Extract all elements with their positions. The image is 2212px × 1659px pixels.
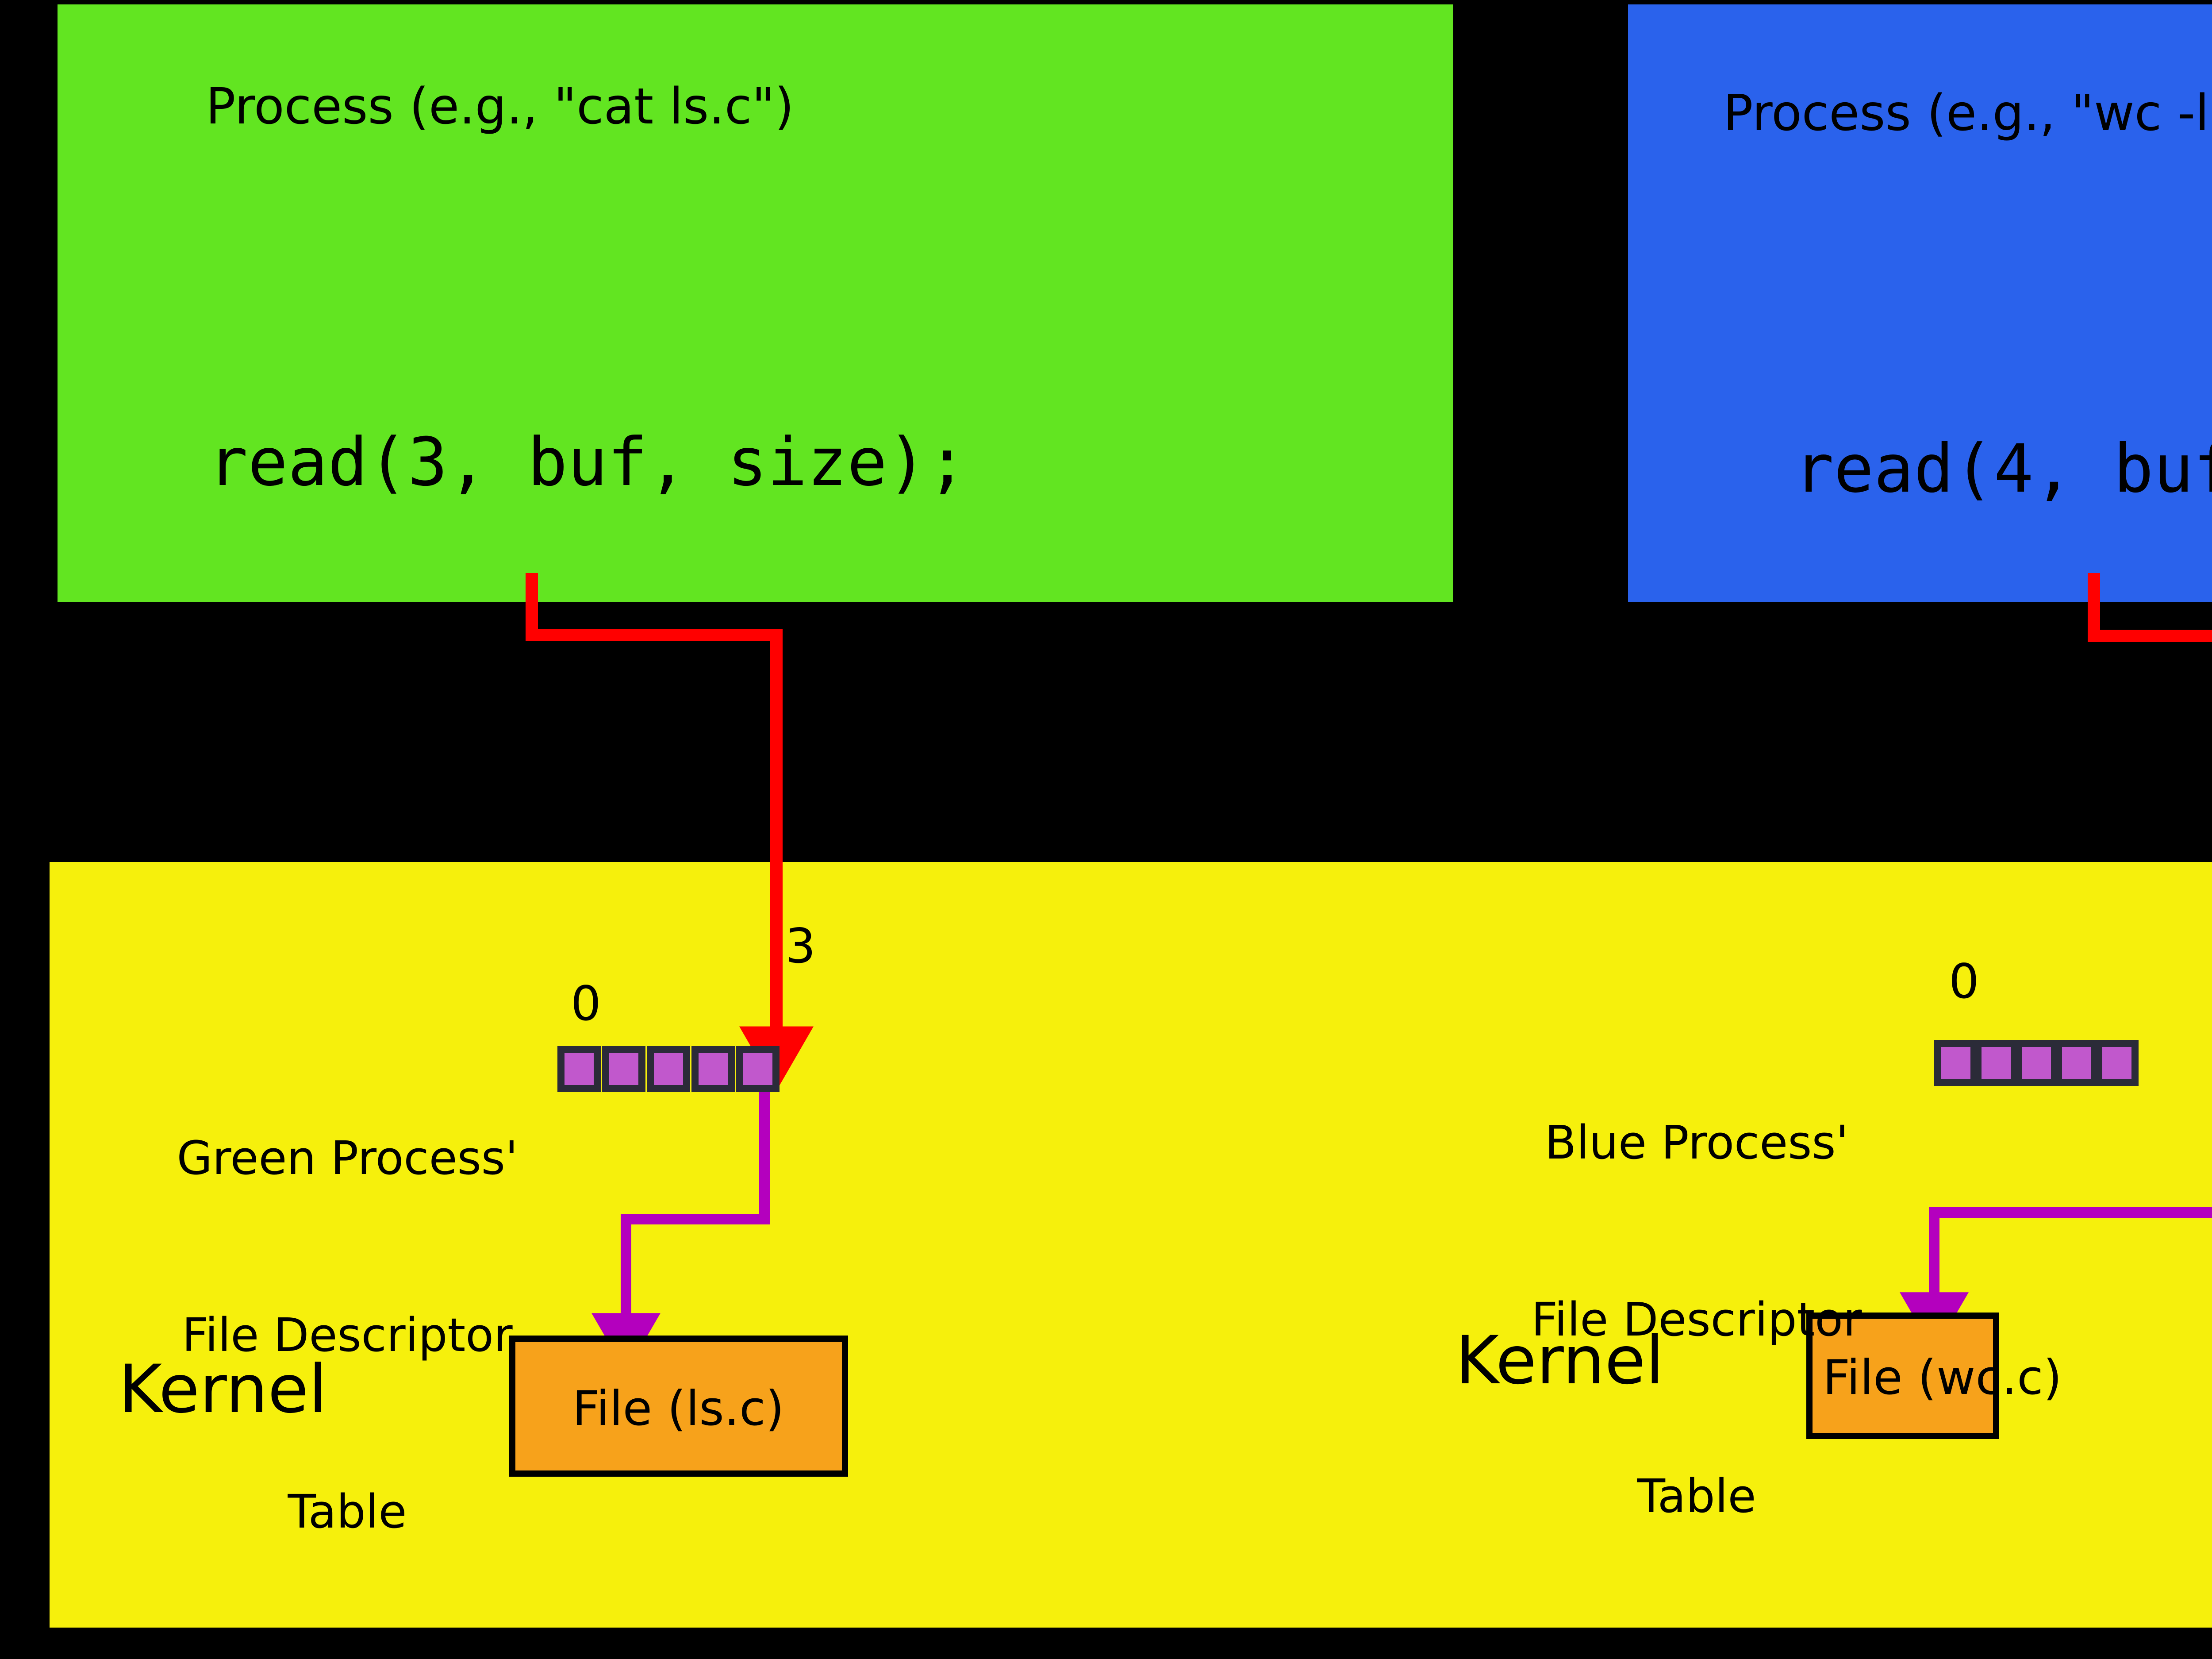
blue-fd-cell-0 bbox=[1934, 1040, 1978, 1086]
blue-process-box bbox=[1628, 4, 2212, 602]
blue-fd-cells bbox=[1934, 1040, 2139, 1086]
blue-fd-caption-line-2: File Descriptor bbox=[1531, 1292, 1862, 1347]
green-fd-cells bbox=[557, 1046, 780, 1092]
green-fd-cell-2 bbox=[647, 1046, 690, 1092]
kernel-label-left: Kernel bbox=[119, 1351, 327, 1428]
blue-file-box bbox=[1806, 1313, 1999, 1439]
green-fd-index-active: 3 bbox=[785, 919, 816, 974]
green-file-box bbox=[509, 1336, 848, 1477]
green-fd-cell-4 bbox=[736, 1046, 780, 1092]
blue-file-box-label: File (wc.c) bbox=[1823, 1350, 2062, 1405]
green-fd-caption-line-1: Green Process' bbox=[177, 1131, 518, 1186]
blue-fd-caption-line-3: Table bbox=[1637, 1469, 1756, 1523]
blue-process-syscall: read(4, buf, size); bbox=[1794, 431, 2212, 508]
green-fd-to-file-arrow bbox=[591, 1092, 770, 1373]
kernel-label-right: Kernel bbox=[1455, 1322, 1664, 1399]
green-fd-cell-3 bbox=[691, 1046, 735, 1092]
blue-syscall-arrow bbox=[2088, 573, 2212, 642]
green-fd-cell-0 bbox=[557, 1046, 601, 1092]
green-fd-table-caption: Green Process' File Descriptor Table bbox=[146, 1011, 549, 1659]
blue-process-title: Process (e.g., "wc -l wc.c") bbox=[1723, 85, 2209, 142]
green-file-box-label: File (ls.c) bbox=[572, 1381, 784, 1436]
blue-fd-table-caption: Blue Process' File Descriptor Table bbox=[1495, 996, 1898, 1644]
green-syscall-arrow bbox=[526, 573, 814, 1091]
blue-fd-cell-3 bbox=[2055, 1040, 2098, 1086]
blue-fd-to-file-arrow bbox=[1900, 1207, 2212, 1352]
green-fd-caption-line-3: Table bbox=[288, 1484, 407, 1539]
kernel-box bbox=[50, 862, 2212, 1628]
blue-fd-caption-line-1: Blue Process' bbox=[1544, 1116, 1849, 1170]
green-process-title: Process (e.g., "cat ls.c") bbox=[206, 78, 794, 135]
green-fd-caption-line-2: File Descriptor bbox=[182, 1308, 513, 1362]
blue-fd-cell-4 bbox=[2095, 1040, 2139, 1086]
blue-fd-cell-1 bbox=[1974, 1040, 2018, 1086]
green-fd-index-first: 0 bbox=[571, 976, 601, 1032]
blue-fd-cell-2 bbox=[2015, 1040, 2058, 1086]
green-fd-cell-1 bbox=[602, 1046, 645, 1092]
green-process-syscall: read(3, buf, size); bbox=[208, 424, 967, 501]
blue-fd-index-first: 0 bbox=[1949, 954, 1979, 1009]
green-process-box bbox=[58, 4, 1453, 602]
